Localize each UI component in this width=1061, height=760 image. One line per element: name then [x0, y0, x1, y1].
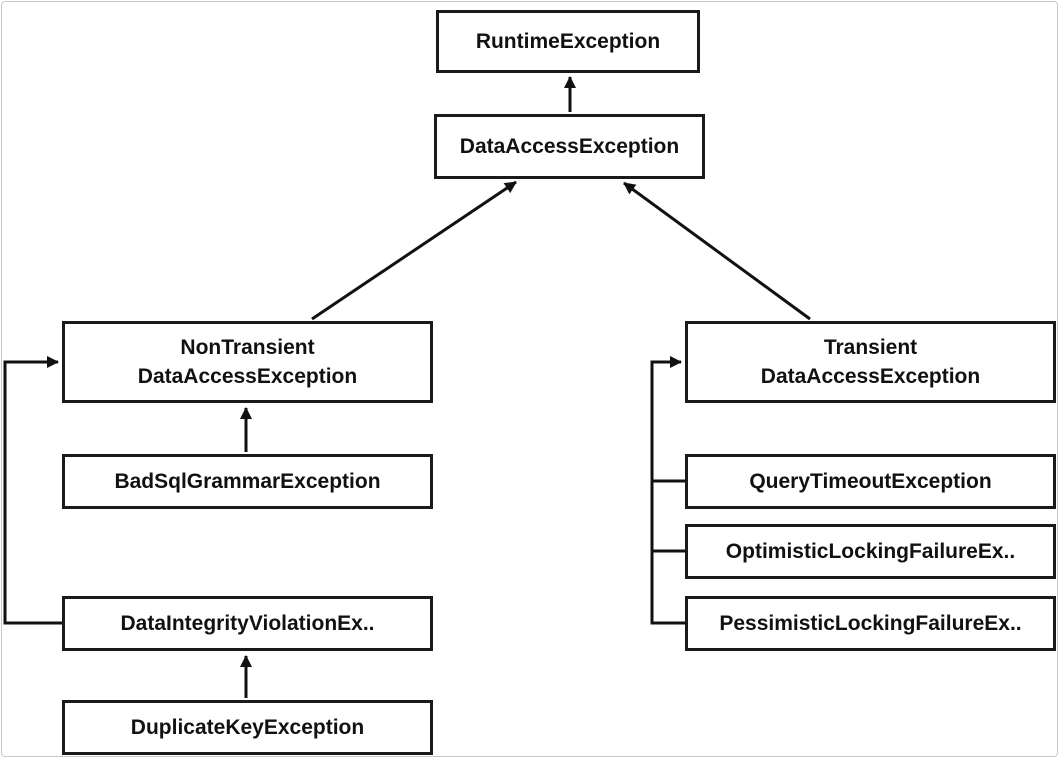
node-label-line-2: DataAccessException [760, 365, 981, 388]
edge-transient-to-data-access [623, 181, 811, 321]
edge-non-transient-to-data-access [311, 180, 517, 321]
node-bad-sql-grammar-exception: BadSqlGrammarException [62, 454, 433, 509]
node-label-line-1: NonTransient [180, 336, 315, 359]
node-label: DataIntegrityViolationEx.. [120, 612, 375, 635]
node-query-timeout-exception: QueryTimeoutException [685, 454, 1056, 509]
node-label: RuntimeException [475, 30, 661, 53]
node-data-access-exception: DataAccessException [434, 114, 705, 179]
node-label: BadSqlGrammarException [114, 470, 381, 493]
node-label-line-2: DataAccessException [137, 365, 358, 388]
node-transient-data-access-exception: Transient DataAccessException [685, 321, 1056, 403]
edge-transient-bracket [650, 356, 685, 625]
node-label-line-1: Transient [823, 336, 918, 359]
node-non-transient-data-access-exception: NonTransient DataAccessException [62, 321, 433, 403]
node-optimistic-locking-failure-exception: OptimisticLockingFailureEx.. [685, 524, 1056, 579]
node-runtime-exception: RuntimeException [436, 10, 700, 73]
edge-integrity-to-non-transient [3, 356, 62, 625]
node-label: DuplicateKeyException [130, 716, 365, 739]
node-label: DataAccessException [459, 135, 680, 158]
node-pessimistic-locking-failure-exception: PessimisticLockingFailureEx.. [685, 596, 1056, 651]
node-data-integrity-violation-exception: DataIntegrityViolationEx.. [62, 596, 433, 651]
node-label: OptimisticLockingFailureEx.. [725, 540, 1016, 563]
node-label: PessimisticLockingFailureEx.. [719, 612, 1022, 635]
node-label: QueryTimeoutException [749, 470, 992, 493]
node-duplicate-key-exception: DuplicateKeyException [62, 700, 433, 755]
